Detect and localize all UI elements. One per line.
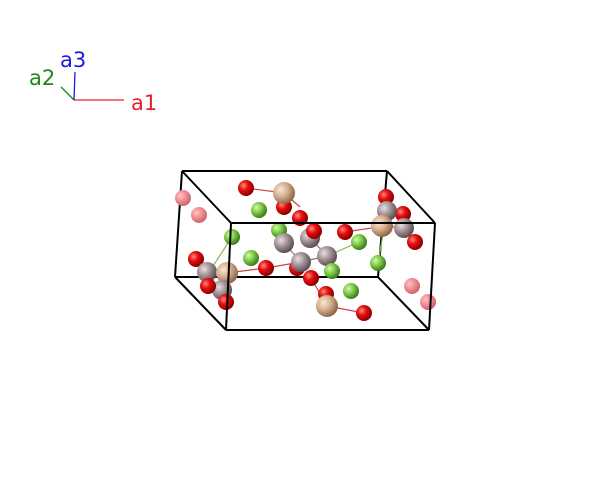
bonds: [210, 187, 405, 314]
oxygen-atom: [356, 305, 372, 321]
grey-atom: [291, 252, 311, 272]
grey-atom: [394, 218, 414, 238]
green-atom: [224, 229, 240, 245]
green-atom: [343, 283, 359, 299]
axis-indicator: a1 a2 a3: [29, 48, 157, 115]
tan-atom: [371, 215, 393, 237]
oxygen-atom: [188, 251, 204, 267]
a2-axis-line: [60, 86, 75, 101]
oxygen-atom: [258, 260, 274, 276]
a2-axis-label: a2: [29, 66, 55, 90]
green-atom: [251, 202, 267, 218]
grey-atom: [197, 262, 217, 282]
tan-atom: [273, 182, 295, 204]
oxygen-atom: [200, 278, 216, 294]
green-atom: [324, 263, 340, 279]
oxygen-atom: [191, 207, 207, 223]
oxygen-atom: [378, 189, 394, 205]
oxygen-atom: [238, 180, 254, 196]
grey-atom: [274, 233, 294, 253]
oxygen-atom: [404, 278, 420, 294]
oxygen-atom: [175, 190, 191, 206]
unit-cell-front-edges: [174, 170, 436, 331]
oxygen-atom: [407, 234, 423, 250]
green-atom: [351, 234, 367, 250]
oxygen-atom: [337, 224, 353, 240]
green-atom: [370, 255, 386, 271]
oxygen-atom: [395, 206, 411, 222]
grey-atom: [317, 246, 337, 266]
a3-axis-line: [73, 71, 76, 101]
oxygen-atom: [218, 294, 234, 310]
green-atom: [243, 250, 259, 266]
oxygen-atom: [306, 223, 322, 239]
atoms: [175, 180, 436, 321]
a1-axis-label: a1: [131, 91, 157, 115]
oxygen-atom: [420, 294, 436, 310]
tan-atom: [216, 262, 238, 284]
tan-atom: [316, 295, 338, 317]
a3-axis-label: a3: [60, 48, 86, 72]
oxygen-atom: [303, 270, 319, 286]
